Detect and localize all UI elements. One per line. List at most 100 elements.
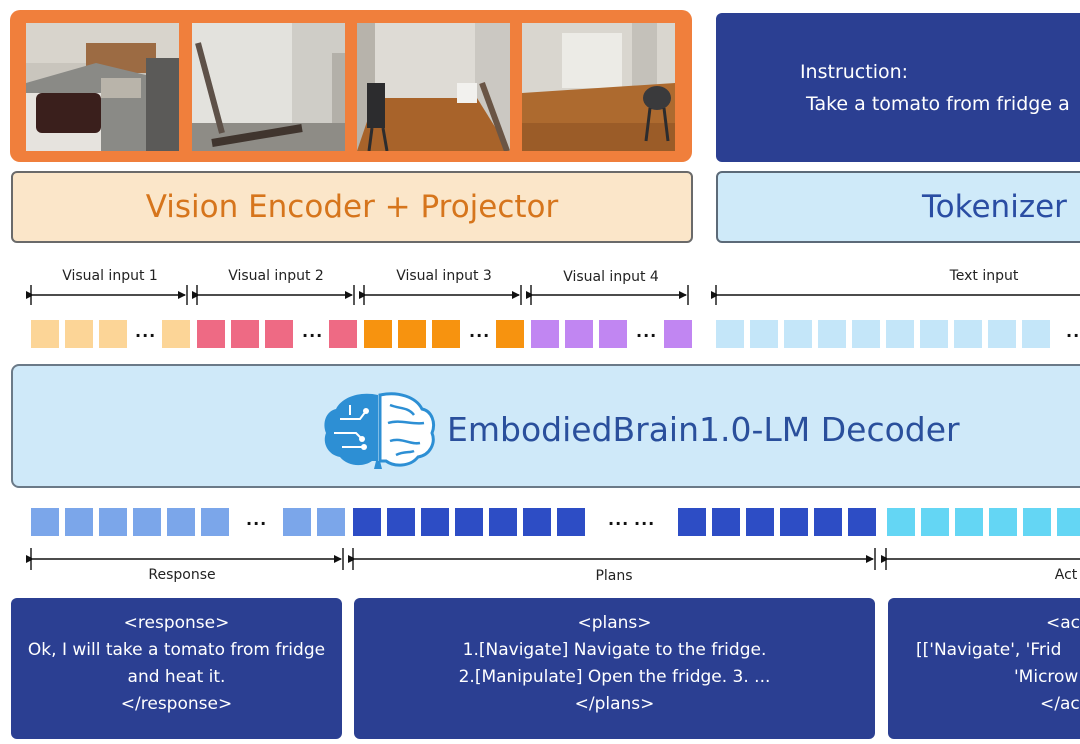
response-line: </response> [120, 694, 233, 714]
tokenizer-box: Tokenizer [716, 171, 1080, 243]
visual-4-token [599, 320, 627, 348]
visual-input-1-arrow [26, 285, 188, 305]
plans-token [455, 508, 483, 536]
response-token [283, 508, 311, 536]
visual-3-token [398, 320, 426, 348]
text-input-label: Text input [949, 268, 1019, 284]
instruction-text: Take a tomato from fridge a [806, 93, 1070, 115]
visual-1-token [162, 320, 190, 348]
visual-2-token [265, 320, 293, 348]
text-token [818, 320, 846, 348]
visual-input-4-arrow [526, 285, 689, 305]
plans-token [678, 508, 706, 536]
visual-2-token [231, 320, 259, 348]
response-token [99, 508, 127, 536]
token-ellipsis: ... [608, 510, 630, 529]
plans-token [557, 508, 585, 536]
plans-label: Plans [595, 568, 633, 584]
visual-4-token [531, 320, 559, 348]
response-token [133, 508, 161, 536]
plans-line: <plans> [577, 613, 652, 633]
input-image-strip [10, 10, 692, 162]
visual-input-2-arrow [192, 285, 355, 305]
text-token [750, 320, 778, 348]
plans-token [746, 508, 774, 536]
response-token [317, 508, 345, 536]
token-ellipsis: ... [1066, 322, 1080, 341]
plans-line: 2.[Manipulate] Open the fridge. 3. ... [458, 667, 771, 687]
instruction-box: Instruction: Take a tomato from fridge a [716, 13, 1080, 162]
actions-label: Act [1054, 567, 1078, 583]
text-token [920, 320, 948, 348]
plans-arrow [348, 548, 876, 570]
actions-line: </act [1040, 694, 1080, 714]
visual-2-token [329, 320, 357, 348]
visual-3-token [432, 320, 460, 348]
visual-4-token [664, 320, 692, 348]
lm-decoder-box: EmbodiedBrain1.0-LM Decoder [11, 364, 1080, 488]
visual-2-token [197, 320, 225, 348]
actions-token [955, 508, 983, 536]
actions-line: [['Navigate', 'Frid [916, 640, 1062, 660]
decoder-title: EmbodiedBrain1.0-LM Decoder [447, 410, 960, 449]
response-line: Ok, I will take a tomato from fridge [27, 640, 326, 660]
token-ellipsis: ... [246, 510, 268, 529]
visual-1-token [99, 320, 127, 348]
scene-room-chair-image [357, 23, 510, 151]
text-input-arrow [711, 285, 1080, 305]
actions-line: <act [1046, 613, 1080, 633]
visual-3-token [496, 320, 524, 348]
visual-input-3-label: Visual input 3 [396, 268, 492, 284]
actions-output-box: <act [['Navigate', 'Frid 'Microw </act [888, 598, 1080, 739]
plans-token [780, 508, 808, 536]
actions-token [1023, 508, 1051, 536]
plans-token [387, 508, 415, 536]
instruction-title: Instruction: [799, 61, 909, 83]
token-ellipsis: ... [302, 322, 324, 341]
token-ellipsis: ... [636, 322, 658, 341]
vision-encoder-label: Vision Encoder + Projector [145, 189, 559, 225]
visual-1-token [65, 320, 93, 348]
plans-token [523, 508, 551, 536]
plans-token [421, 508, 449, 536]
text-token [716, 320, 744, 348]
response-output-box: <response> Ok, I will take a tomato from… [11, 598, 342, 739]
visual-4-token [565, 320, 593, 348]
visual-input-2-label: Visual input 2 [228, 268, 324, 284]
visual-input-3-arrow [359, 285, 522, 305]
response-token [201, 508, 229, 536]
actions-line: 'Microw [1014, 667, 1079, 687]
text-token [784, 320, 812, 348]
vision-encoder-projector-box: Vision Encoder + Projector [11, 171, 693, 243]
visual-1-token [31, 320, 59, 348]
actions-token [1057, 508, 1080, 536]
response-token [31, 508, 59, 536]
visual-input-1-label: Visual input 1 [62, 268, 158, 284]
text-token [1022, 320, 1050, 348]
response-token [65, 508, 93, 536]
plans-output-box: <plans> 1.[Navigate] Navigate to the fri… [354, 598, 875, 739]
actions-arrow [881, 548, 1080, 570]
plans-token [848, 508, 876, 536]
text-token [886, 320, 914, 348]
response-token [167, 508, 195, 536]
actions-token [989, 508, 1017, 536]
plans-token [353, 508, 381, 536]
token-ellipsis: ... [634, 510, 656, 529]
response-line: and heat it. [127, 667, 226, 687]
plans-token [489, 508, 517, 536]
visual-3-token [364, 320, 392, 348]
plans-line: 1.[Navigate] Navigate to the fridge. [462, 640, 767, 660]
scene-living-room-image [522, 23, 675, 151]
text-token [988, 320, 1016, 348]
plans-line: </plans> [574, 694, 655, 714]
visual-input-4-label: Visual input 4 [563, 269, 659, 285]
scene-hallway-image [192, 23, 345, 151]
token-ellipsis: ... [135, 322, 157, 341]
brain-icon [324, 392, 436, 469]
response-line: <response> [123, 613, 230, 633]
plans-token [712, 508, 740, 536]
tokenizer-label: Tokenizer [922, 189, 1067, 225]
actions-token [921, 508, 949, 536]
text-token [852, 320, 880, 348]
